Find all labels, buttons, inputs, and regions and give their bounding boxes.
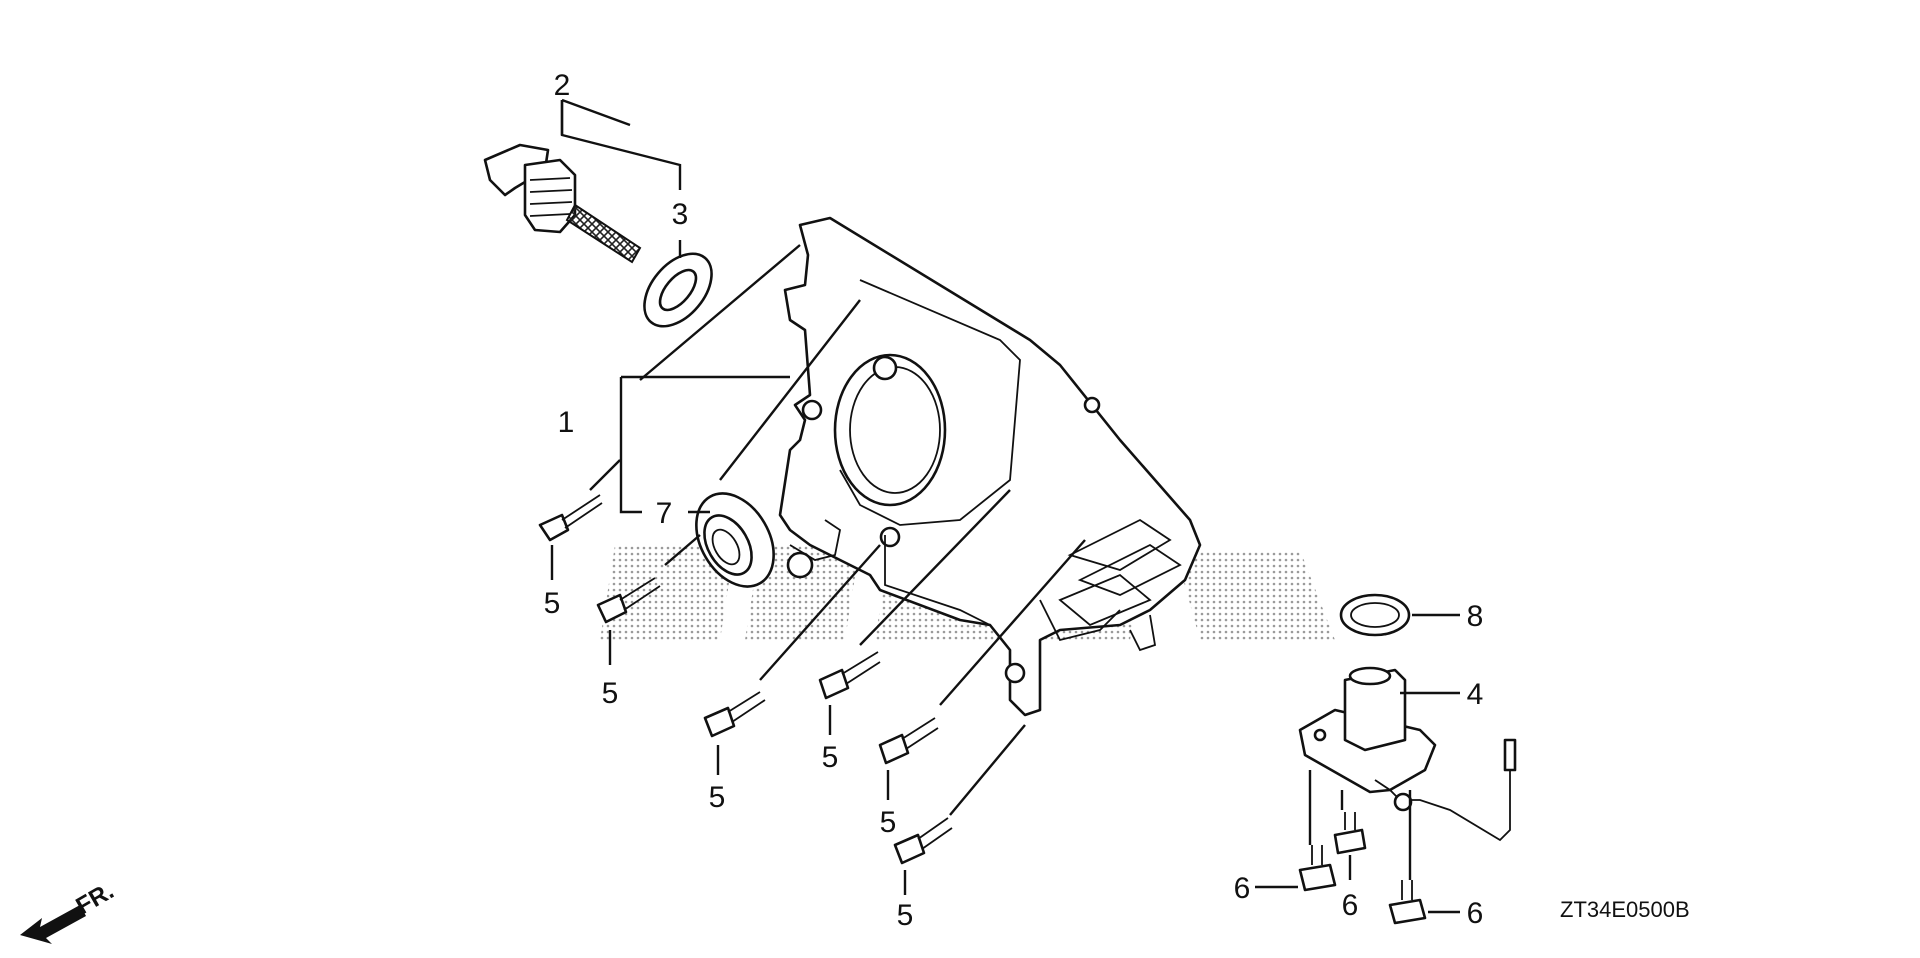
callout-6a: 6: [1234, 872, 1251, 905]
callout-5d: 5: [822, 741, 839, 774]
callout-3: 3: [672, 198, 689, 231]
washer: [643, 252, 713, 328]
flange-bolt-4: [818, 651, 881, 700]
flange-bolt-6: [893, 817, 953, 865]
leader-lines: [550, 98, 1460, 914]
oil-level-switch: [1298, 666, 1517, 842]
callout-2: 2: [554, 69, 571, 102]
flange-bolt-3: [703, 691, 766, 738]
callout-5b: 5: [602, 677, 619, 710]
front-direction-arrow-icon: [20, 905, 86, 944]
callout-1: 1: [558, 406, 575, 439]
flange-bolt-2: [596, 577, 661, 624]
callout-5e: 5: [880, 806, 897, 839]
callout-5a: 5: [544, 587, 561, 620]
callout-5c: 5: [709, 781, 726, 814]
callout-8: 8: [1467, 600, 1484, 633]
flange-bolt-1: [538, 494, 603, 542]
callout-6b: 6: [1342, 889, 1359, 922]
flange-bolt-6b: [1333, 812, 1367, 855]
callout-7: 7: [656, 497, 673, 530]
oil-seal: [695, 492, 775, 588]
callout-5f: 5: [897, 899, 914, 932]
flange-bolt-6c: [1388, 880, 1427, 925]
flange-bolt-5: [878, 717, 939, 765]
flange-bolt-6a: [1298, 845, 1337, 892]
crankcase-cover: [778, 216, 1202, 717]
diagram-code: ZT34E0500B: [1560, 897, 1690, 922]
o-ring: [1339, 593, 1411, 637]
callout-4: 4: [1467, 678, 1484, 711]
oil-filler-cap-assembly: [483, 143, 642, 264]
callout-6c: 6: [1467, 897, 1484, 930]
